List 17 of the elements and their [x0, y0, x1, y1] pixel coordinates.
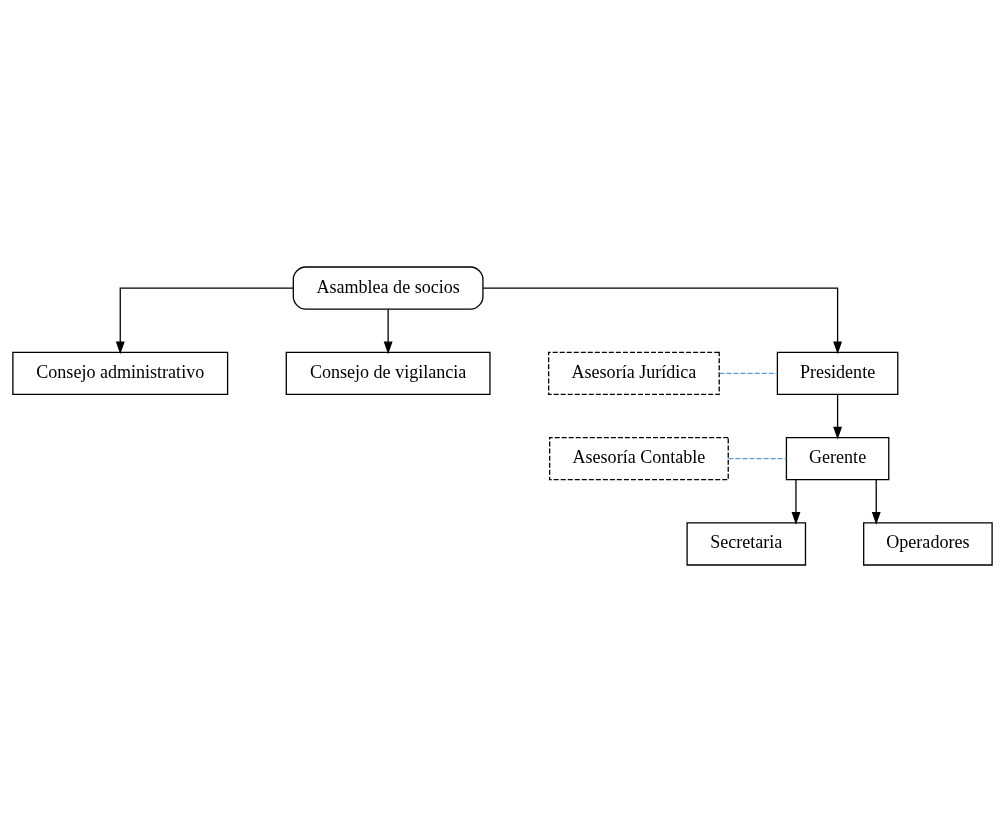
node-box: Presidente: [776, 351, 899, 395]
node-box: Gerente: [785, 436, 890, 480]
arrow: [482, 286, 843, 354]
node-box: Operadores: [863, 521, 993, 566]
node-box: Consejo de vigilancia: [285, 351, 491, 395]
arrow: [791, 478, 801, 525]
node-box: Consejo administrativo: [12, 351, 229, 395]
node-box: Asesoría Contable: [549, 436, 729, 480]
arrow: [383, 308, 393, 354]
node-box: Asesoría Jurídica: [548, 351, 720, 395]
connector: [727, 457, 788, 459]
node-box: Asamblea de socios: [292, 265, 484, 310]
arrow: [833, 393, 843, 439]
arrow: [871, 478, 881, 525]
node-box: Secretaria: [686, 521, 807, 566]
connector: [718, 372, 779, 374]
arrow: [115, 286, 294, 354]
